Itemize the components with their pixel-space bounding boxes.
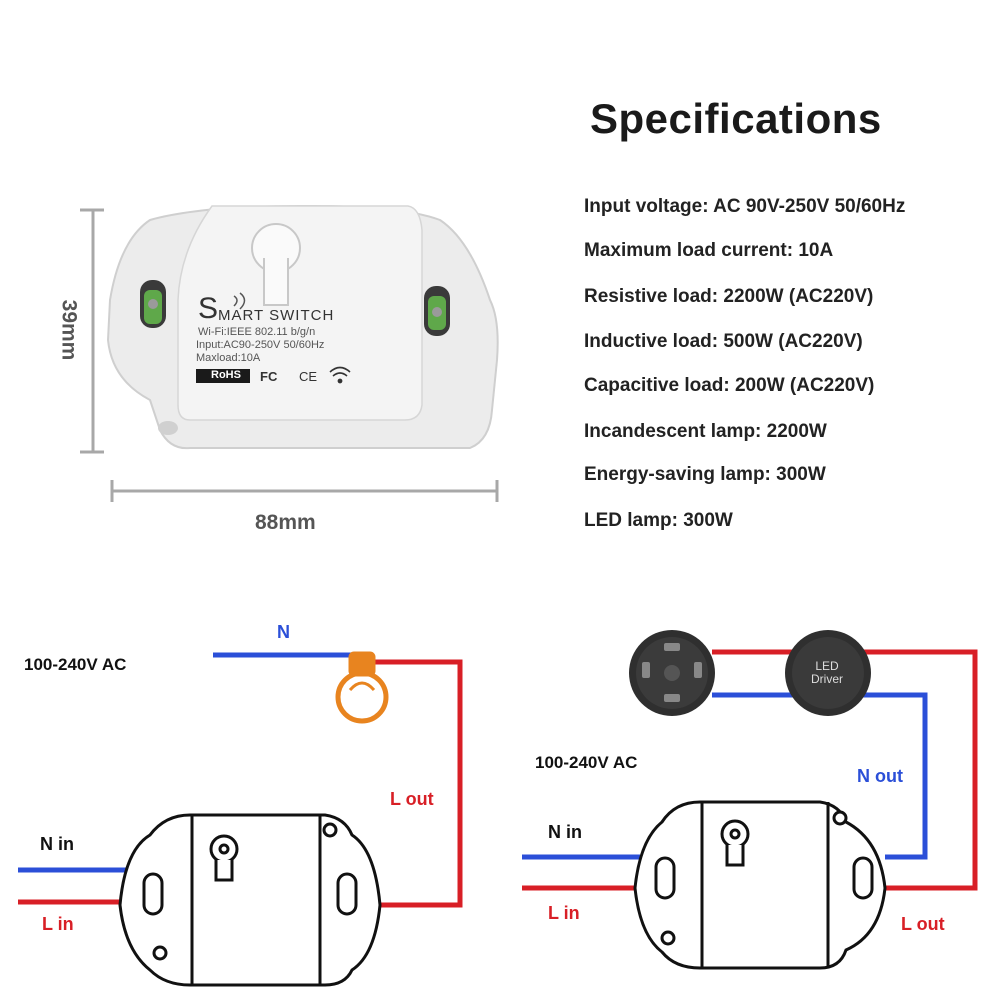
spec-energy-saving-lamp: Energy-saving lamp: 300W: [584, 464, 826, 485]
left-l-out-label: L out: [390, 789, 434, 809]
spec-max-load-current: Maximum load current: 10A: [584, 240, 834, 261]
spec-capacitive-load: Capacitive load: 200W (AC220V): [584, 375, 875, 396]
switch-outline-right: [633, 800, 887, 970]
right-n-in-label: N in: [548, 822, 582, 842]
spec-led-lamp: LED lamp: 300W: [584, 510, 733, 531]
left-voltage-label: 100-240V AC: [24, 655, 127, 674]
fc-mark: FC: [260, 369, 278, 384]
led-driver-text: LED Driver: [811, 660, 843, 686]
device-maxload-spec: Maxload:10A: [196, 352, 261, 364]
specifications-title: Specifications: [590, 95, 882, 142]
rohs-badge: RoHS: [211, 369, 241, 381]
device-wifi-spec: Wi-Fi:IEEE 802.11 b/g/n: [198, 326, 316, 338]
right-voltage-label: 100-240V AC: [535, 753, 638, 772]
spec-resistive-load: Resistive load: 2200W (AC220V): [584, 286, 874, 307]
left-n-label: N: [277, 622, 290, 642]
light-bulb-icon: [335, 651, 389, 724]
device-input-spec: Input:AC90-250V 50/60Hz: [196, 339, 325, 351]
device-brand-initial: S: [198, 292, 219, 325]
left-l-in-label: L in: [42, 914, 74, 934]
ce-mark: CE: [299, 369, 318, 384]
led-driver-line1: LED: [815, 659, 839, 673]
wifi-signal-icon: [233, 292, 246, 310]
spec-incandescent-lamp: Incandescent lamp: 2200W: [584, 421, 827, 442]
height-dimension-line: [80, 208, 104, 454]
right-n-out-label: N out: [857, 766, 903, 786]
width-dimension-line: [110, 480, 499, 502]
led-driver-icon: [785, 630, 871, 716]
right-l-out-label: L out: [901, 914, 945, 934]
spec-input-voltage: Input voltage: AC 90V-250V 50/60Hz: [584, 196, 906, 217]
right-l-in-label: L in: [548, 903, 580, 923]
device-brand-name: MART SWITCH: [218, 307, 335, 324]
led-lamp-icon: [629, 630, 715, 716]
wifi-icon: [329, 366, 351, 384]
right-wiring-diagram: [522, 630, 978, 970]
width-dimension-label: 88mm: [255, 511, 316, 534]
spec-inductive-load: Inductive load: 500W (AC220V): [584, 331, 863, 352]
switch-outline-left: [118, 813, 382, 987]
led-driver-line2: Driver: [811, 672, 843, 686]
left-n-in-label: N in: [40, 834, 74, 854]
height-dimension-label: 39mm: [57, 299, 81, 361]
left-wiring-diagram: [18, 651, 463, 987]
smart-switch-device: [106, 204, 499, 450]
